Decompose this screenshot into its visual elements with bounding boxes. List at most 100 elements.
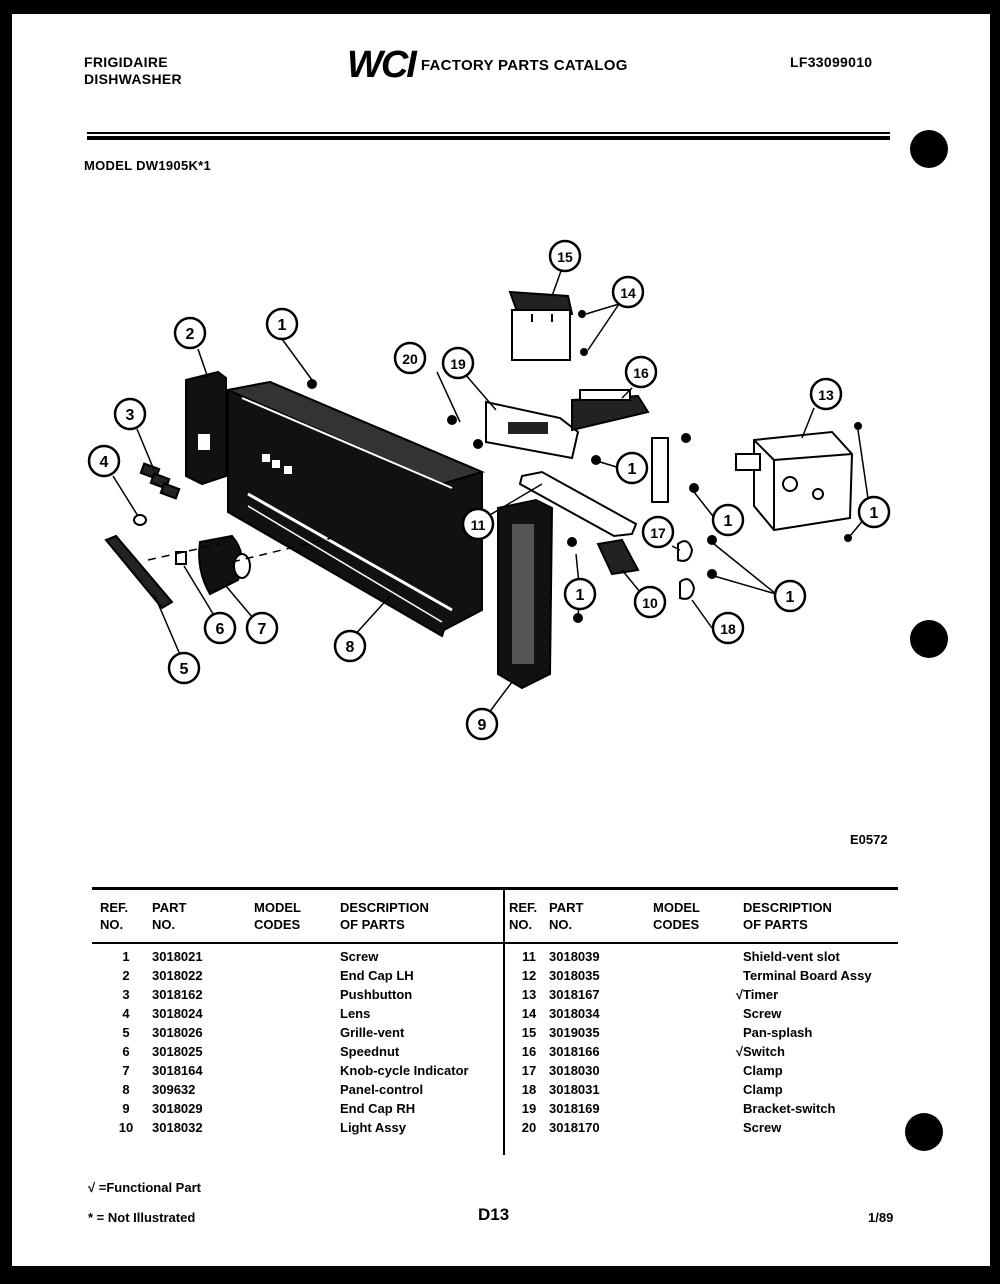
callout-1f: 1: [773, 579, 807, 613]
part-number-cell: 3018029: [152, 1101, 203, 1116]
end-cap-lh-drawing: [185, 370, 227, 486]
callout-4: 4: [87, 444, 121, 478]
model-code-cell: [653, 966, 743, 985]
ref-cell: 7: [122, 1063, 130, 1078]
svg-text:15: 15: [557, 249, 573, 265]
callout-16: 16: [624, 355, 658, 389]
description-cell: Switch: [743, 1044, 785, 1059]
svg-text:1: 1: [278, 317, 287, 334]
description-cell: Knob-cycle Indicator: [340, 1063, 469, 1078]
part-number-cell: 3018167: [549, 987, 600, 1002]
description-cell: Lens: [340, 1006, 371, 1021]
description-cell: Pushbutton: [340, 987, 413, 1002]
ref-cell: 19: [521, 1101, 537, 1116]
svg-text:1: 1: [786, 589, 795, 606]
description-cell: Clamp: [743, 1063, 783, 1078]
ref-cell: 6: [122, 1044, 130, 1059]
part-number-cell: 3018166: [549, 1044, 600, 1059]
callout-20: 20: [393, 341, 427, 375]
table-row: 7 3018164 Knob-cycle Indicator: [100, 1061, 506, 1080]
ref-cell: 2: [122, 968, 130, 983]
callout-1d: 1: [857, 495, 891, 529]
part-number-cell: 309632: [152, 1082, 196, 1097]
part-number-cell: 3019035: [549, 1025, 600, 1040]
model-code-cell: [254, 947, 340, 966]
catalog-header: WCI FACTORY PARTS CATALOG: [347, 46, 628, 84]
callout-11: 11: [461, 507, 495, 541]
svg-text:16: 16: [633, 365, 649, 381]
part-number-cell: 3018021: [152, 949, 203, 964]
callout-15: 15: [548, 239, 582, 273]
part-number-cell: 3018024: [152, 1006, 203, 1021]
part-number-cell: 3018031: [549, 1082, 600, 1097]
ref-cell: 13: [521, 987, 537, 1002]
callout-17: 17: [641, 515, 675, 549]
callout-5: 5: [167, 651, 201, 685]
callout-19: 19: [441, 346, 475, 380]
brand-block: FRIGIDAIRE DISHWASHER: [84, 54, 182, 88]
part-number-cell: 3018030: [549, 1063, 600, 1078]
model-code-cell: [254, 985, 340, 1004]
description-cell: Panel-control: [340, 1082, 424, 1097]
control-panel-drawing: [224, 380, 485, 638]
table-header-rule: [92, 942, 898, 944]
description-cell: Speednut: [340, 1044, 400, 1059]
model-code-cell: [254, 966, 340, 985]
model-code-cell: [254, 1118, 340, 1137]
part-number-cell: 3018169: [549, 1101, 600, 1116]
catalog-title: FACTORY PARTS CATALOG: [420, 56, 628, 74]
model-code-cell: [653, 1061, 743, 1080]
callout-14: 14: [611, 275, 645, 309]
description-cell: Pan-splash: [743, 1025, 813, 1040]
svg-text:1: 1: [724, 513, 733, 530]
description-cell: Shield-vent slot: [743, 949, 840, 964]
svg-text:11: 11: [471, 517, 486, 533]
description-cell: Terminal Board Assy: [743, 968, 872, 983]
model-label: MODEL DW1905K*1: [84, 158, 212, 173]
svg-text:14: 14: [620, 285, 636, 301]
part-number-cell: 3018164: [152, 1063, 203, 1078]
end-cap-rh-drawing: [497, 498, 554, 690]
svg-text:10: 10: [642, 595, 658, 611]
part-number-cell: 3018025: [152, 1044, 203, 1059]
catalog-page: FRIGIDAIRE DISHWASHER WCI FACTORY PARTS …: [12, 14, 990, 1266]
callout-1: 1: [265, 307, 299, 341]
model-code-cell: [254, 1099, 340, 1118]
ref-cell: 15: [521, 1025, 537, 1040]
table-divider: [503, 887, 505, 1155]
callout-7: 7: [245, 611, 279, 645]
brand-name: FRIGIDAIRE: [84, 54, 168, 70]
timer-drawing: [735, 430, 854, 532]
pushbutton-drawing: [139, 462, 181, 500]
description-cell: Light Assy: [340, 1120, 406, 1135]
model-code-cell: [653, 1080, 743, 1099]
ref-cell: 20: [521, 1120, 537, 1135]
ref-cell: 3: [122, 987, 130, 1002]
svg-text:7: 7: [258, 621, 267, 638]
ref-cell: 5: [122, 1025, 130, 1040]
model-code-cell: [254, 1042, 340, 1061]
model-code-cell: [653, 947, 743, 966]
svg-text:18: 18: [720, 621, 736, 637]
svg-text:19: 19: [450, 356, 466, 372]
drawing-code: E0572: [850, 832, 888, 847]
svg-text:1: 1: [628, 461, 637, 478]
exploded-parts-diagram: 1 2 3 4 5 6 7 8 9 10 11 13 14 15 16 17 1…: [87, 239, 891, 741]
part-number-cell: 3018022: [152, 968, 203, 983]
header-rule: [87, 132, 890, 134]
catalog-number: LF33099010: [790, 54, 873, 70]
